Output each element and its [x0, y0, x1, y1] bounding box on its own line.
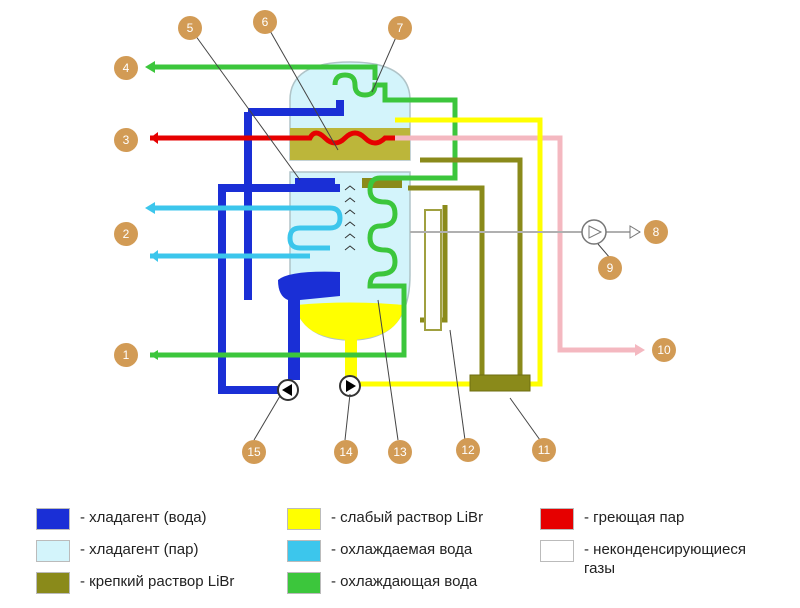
- cooling-water-lines: [150, 64, 458, 358]
- marker-15: 15: [242, 440, 266, 464]
- legend-heating-steam: - греющая пар: [540, 508, 684, 532]
- marker-14-label: 14: [339, 445, 353, 459]
- marker-14: 14: [334, 440, 358, 464]
- marker-4-label: 4: [123, 61, 130, 75]
- legend-refrigerant-vapor: - хладагент (пар): [36, 540, 198, 564]
- legend-label: - охлаждающая вода: [331, 573, 478, 590]
- purge-unit: [424, 209, 442, 331]
- legend-label: - хладагент (пар): [80, 541, 199, 558]
- legend-label: - крепкий раствор LiBr: [80, 573, 235, 590]
- legend-swatch: [287, 572, 321, 594]
- leader-lines: [189, 21, 611, 441]
- marker-7: 7: [388, 16, 412, 40]
- marker-9-label: 9: [607, 261, 614, 275]
- legend: - хладагент (вода) - хладагент (пар) - к…: [0, 500, 800, 608]
- legend-label: - греющая пар: [584, 509, 685, 526]
- legend-swatch: [36, 572, 70, 594]
- marker-10: 10: [652, 338, 676, 362]
- marker-2-label: 2: [123, 227, 130, 241]
- vacuum-pump: [581, 219, 607, 245]
- solution-pump: [339, 375, 361, 397]
- legend-cooling-water: - охлаждающая вода: [287, 572, 477, 596]
- marker-15-label: 15: [247, 445, 261, 459]
- flow-arrows: [145, 61, 645, 360]
- legend-swatch: [287, 540, 321, 562]
- marker-2: 2: [114, 222, 138, 246]
- legend-swatch: [287, 508, 321, 530]
- marker-8-label: 8: [653, 225, 660, 239]
- heating-steam-lines: [150, 130, 640, 353]
- marker-3-label: 3: [123, 133, 130, 147]
- marker-7-label: 7: [397, 21, 404, 35]
- marker-5-label: 5: [187, 21, 194, 35]
- marker-9: 9: [598, 256, 622, 280]
- legend-chilled-water: - охлаждаемая вода: [287, 540, 472, 564]
- marker-13-label: 13: [393, 445, 407, 459]
- legend-label: - хладагент (вода): [80, 509, 207, 526]
- marker-13: 13: [388, 440, 412, 464]
- legend-refrigerant-water: - хладагент (вода): [36, 508, 207, 532]
- legend-swatch: [36, 508, 70, 530]
- marker-10-label: 10: [657, 343, 671, 357]
- heat-exchanger: [469, 374, 531, 392]
- legend-label: - слабый раствор LiBr: [331, 509, 484, 526]
- marker-1-label: 1: [123, 348, 130, 362]
- legend-label: - неконденсирующиеся газы: [584, 541, 747, 577]
- marker-11: 11: [532, 438, 556, 462]
- marker-8: 8: [644, 220, 668, 244]
- marker-6-label: 6: [262, 15, 269, 29]
- marker-5: 5: [178, 16, 202, 40]
- marker-4: 4: [114, 56, 138, 80]
- marker-11-label: 11: [538, 443, 551, 457]
- legend-noncondensable: - неконденсирующиеся газы: [540, 540, 774, 577]
- chilled-water-lines: [150, 205, 343, 259]
- marker-12: 12: [456, 438, 480, 462]
- marker-6: 6: [253, 10, 277, 34]
- marker-3: 3: [114, 128, 138, 152]
- marker-12-label: 12: [461, 443, 475, 457]
- legend-swatch: [540, 508, 574, 530]
- legend-label: - охлаждаемая вода: [331, 541, 473, 558]
- legend-swatch: [36, 540, 70, 562]
- marker-1: 1: [114, 343, 138, 367]
- refrigerant-pump: [277, 379, 299, 401]
- strong-solution-tray: [362, 178, 402, 188]
- legend-swatch: [540, 540, 574, 562]
- legend-strong-solution: - крепкий раствор LiBr: [36, 572, 234, 596]
- spray-chevrons: [344, 185, 356, 251]
- legend-weak-solution: - слабый раствор LiBr: [287, 508, 483, 532]
